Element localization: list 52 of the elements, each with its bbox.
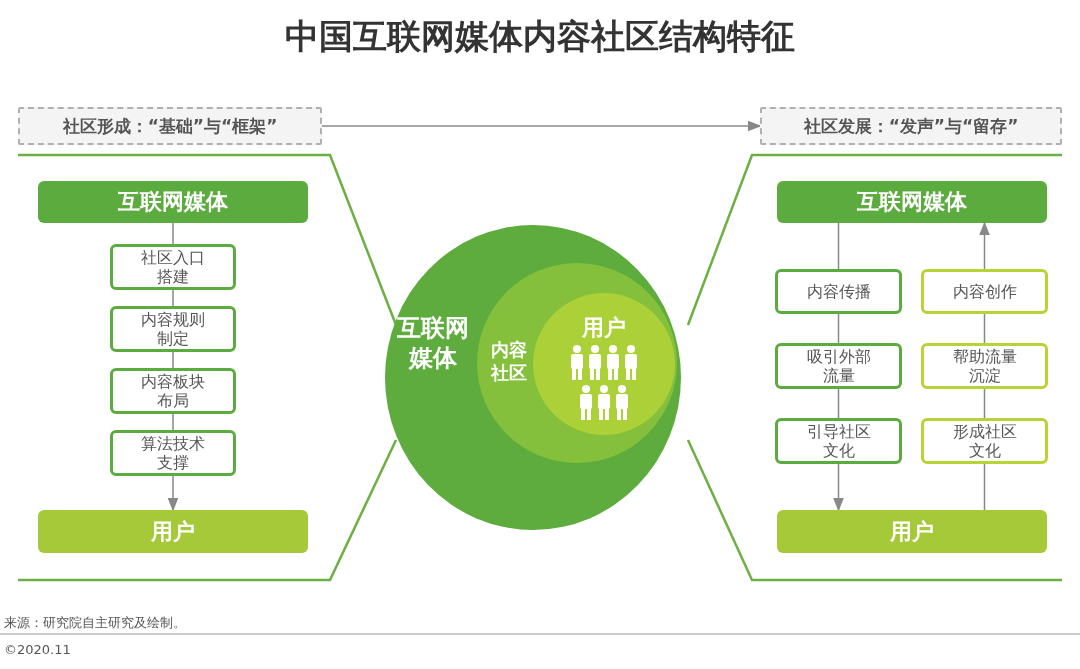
node-label: 吸引外部流量 [805, 346, 872, 386]
section-header [18, 107, 322, 145]
connector-line [983, 388, 986, 419]
arrow [321, 120, 762, 132]
node-label: 内容社区 [489, 339, 528, 384]
node-label: 形成社区文化 [951, 421, 1018, 461]
step-box [110, 368, 236, 414]
arrow [833, 463, 844, 512]
connector-line [172, 413, 174, 431]
arrow [979, 221, 990, 270]
title: 中国互联网媒体内容社区结构特征 [285, 16, 795, 56]
node-label: 算法技术支撑 [140, 433, 206, 473]
node-label: 帮助流量沉淀 [951, 346, 1018, 386]
step-box [921, 343, 1048, 389]
connector-line [837, 313, 840, 344]
node-label: 用户 [581, 314, 627, 342]
step-box [110, 306, 236, 352]
step-box [110, 244, 236, 290]
connector-line [837, 222, 840, 270]
step-box [775, 343, 902, 389]
section-header [760, 107, 1062, 145]
node-label: 内容传播 [806, 281, 871, 302]
step-box [921, 418, 1048, 464]
source-note: 来源：研究院自主研究及绘制。 [4, 614, 186, 632]
node-label: 用户 [890, 517, 934, 546]
node-label: 社区入口搭建 [140, 247, 206, 287]
step-box [110, 430, 236, 476]
node-label: 用户 [151, 517, 195, 546]
step-box [775, 418, 902, 464]
connector-line [172, 222, 174, 245]
connector-line [172, 289, 174, 307]
node-label: 引导社区文化 [805, 421, 872, 461]
node-label: 社区形成：“基础”与“框架” [62, 114, 278, 138]
title-bar [38, 510, 308, 553]
arrow [167, 475, 179, 512]
node-label: 内容创作 [952, 281, 1017, 302]
step-box [775, 269, 902, 314]
node-label: 内容规则制定 [140, 309, 206, 349]
title-bar [777, 181, 1047, 223]
connector-line [983, 313, 986, 344]
copyright-note: ©2020.11 [4, 642, 71, 657]
node-label: 社区发展：“发声”与“留存” [803, 114, 1019, 138]
step-box [921, 269, 1048, 314]
node-label: 互联网媒体 [857, 188, 967, 216]
connector-line [172, 351, 174, 369]
title-bar [38, 181, 308, 223]
connector-line [983, 463, 986, 511]
node-label: 互联网媒体 [118, 188, 228, 216]
node-label: 内容板块布局 [140, 371, 206, 411]
title-bar [777, 510, 1047, 553]
connector-line [837, 388, 840, 419]
node-label: 互联网媒体 [396, 313, 470, 373]
